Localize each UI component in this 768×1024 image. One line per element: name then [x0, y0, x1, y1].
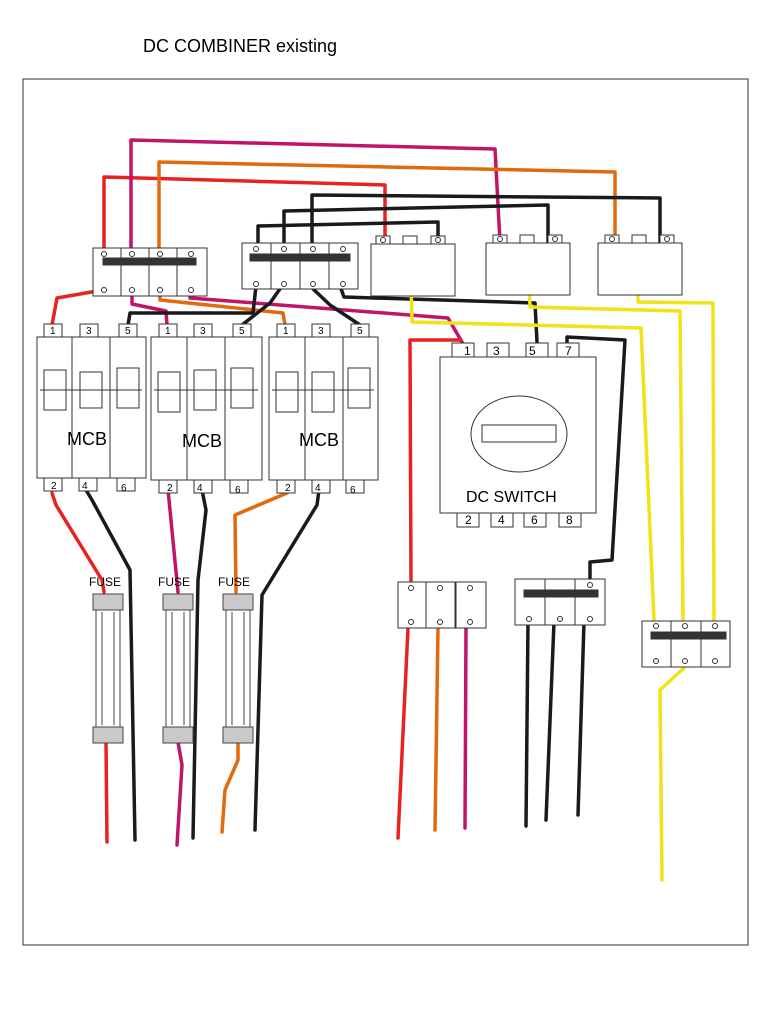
wire-red-mcb1-to-fuse	[50, 491, 106, 594]
mcb-2-terminal-3: 3	[200, 326, 206, 337]
dc-switch-terminal-7: 7	[565, 344, 572, 358]
mcb-3-terminal-1: 1	[283, 326, 289, 337]
dc-switch-terminal-6: 6	[531, 513, 538, 527]
wire-magenta-fuse-out	[175, 740, 184, 847]
dc-switch-terminal-1: 1	[464, 344, 471, 358]
wire-black-mcb3-out	[253, 488, 321, 832]
combiner-box-2	[485, 234, 571, 296]
disconnect-right	[641, 620, 731, 668]
wire-black-mcb1-out	[84, 488, 137, 842]
top-middle-disconnect	[241, 242, 359, 290]
wire-red-disconnect-out	[396, 626, 410, 840]
wire-red-disconnect-in	[408, 338, 462, 584]
enclosure-frame	[22, 78, 749, 946]
mcb-2-label: MCB	[182, 431, 222, 451]
wire-black-switch7	[565, 335, 627, 587]
mcb-1-terminal-3: 3	[86, 326, 92, 337]
wire-black-mid-to-mcb3	[308, 284, 362, 327]
dc-switch-terminal-2: 2	[465, 513, 472, 527]
fuse-3-label: FUSE	[218, 575, 250, 589]
mcb-2-terminal-2: 2	[167, 483, 173, 494]
diagram-title: DC COMBINER existing	[143, 36, 338, 56]
wire-black-mcb2-out	[191, 488, 208, 840]
wire-black-mid-to-mcb1	[126, 284, 258, 327]
mcb-1	[36, 323, 147, 492]
wire-red-fuse-out	[104, 740, 109, 844]
wire-orange-block-to-mcb3	[158, 290, 287, 327]
wire-black-mid-to-mcb2	[240, 284, 284, 327]
wire-black-disconnect-out-3	[576, 620, 586, 817]
wire-orange-fuse-out	[220, 740, 240, 834]
dc-switch-terminal-5: 5	[529, 344, 536, 358]
mcb-3-terminal-4: 4	[315, 483, 321, 494]
mcb-1-terminal-5: 5	[125, 326, 131, 337]
wire-black-mid-to-switch	[338, 284, 539, 344]
mcb-3-terminal-6: 6	[350, 485, 356, 496]
wire-black-top-1	[256, 220, 440, 250]
mcb-2	[150, 323, 263, 494]
dc-switch-terminal-8: 8	[566, 513, 573, 527]
combiner-box-3	[597, 234, 683, 296]
dc-switch-label: DC SWITCH	[466, 489, 557, 506]
wire-black-top-2	[282, 203, 550, 250]
mcb-3-label: MCB	[299, 430, 339, 450]
wire-red-top	[102, 175, 387, 250]
wire-yellow-3	[635, 246, 716, 622]
dc-switch-terminal-4: 4	[498, 513, 505, 527]
dc-switch-terminal-3: 3	[493, 344, 500, 358]
mcb-2-terminal-5: 5	[239, 326, 245, 337]
fuse-1-label: FUSE	[89, 575, 121, 589]
fuse-2-label: FUSE	[158, 575, 190, 589]
top-left-disconnect	[92, 247, 208, 297]
wire-orange-disconnect-out	[433, 626, 440, 832]
wire-black-disconnect-out-2	[544, 620, 556, 822]
mcb-3	[268, 323, 379, 494]
fuse-1	[92, 593, 124, 744]
wire-magenta-block-to-mcb2	[130, 290, 169, 327]
mcb-1-terminal-2: 2	[51, 481, 57, 492]
mcb-2-terminal-1: 1	[165, 326, 171, 337]
wire-orange-mcb3-to-fuse	[233, 491, 289, 594]
mcb-1-terminal-4: 4	[82, 481, 88, 492]
mcb-1-terminal-1: 1	[50, 326, 56, 337]
wire-magenta-mcb2-to-fuse	[166, 488, 180, 594]
wire-orange-top	[157, 160, 617, 250]
mcb-2-terminal-6: 6	[235, 485, 241, 496]
mcb-1-label: MCB	[67, 429, 107, 449]
combiner-box-1	[370, 235, 456, 297]
mcb-1-terminal-6: 6	[121, 483, 127, 494]
wire-black-top-3	[310, 193, 662, 250]
wire-magenta-disconnect-out	[463, 626, 468, 830]
fuse-2	[162, 593, 194, 744]
mcb-3-terminal-3: 3	[318, 326, 324, 337]
mcb-3-terminal-2: 2	[285, 483, 291, 494]
wire-yellow-out	[658, 666, 686, 882]
mcb-2-terminal-4: 4	[197, 483, 203, 494]
dc-switch	[439, 342, 597, 528]
fuse-3	[222, 593, 254, 744]
wire-red-block-to-mcb1	[50, 288, 105, 327]
mcb-3-terminal-5: 5	[357, 326, 363, 337]
wire-black-disconnect-out-1	[524, 620, 530, 828]
